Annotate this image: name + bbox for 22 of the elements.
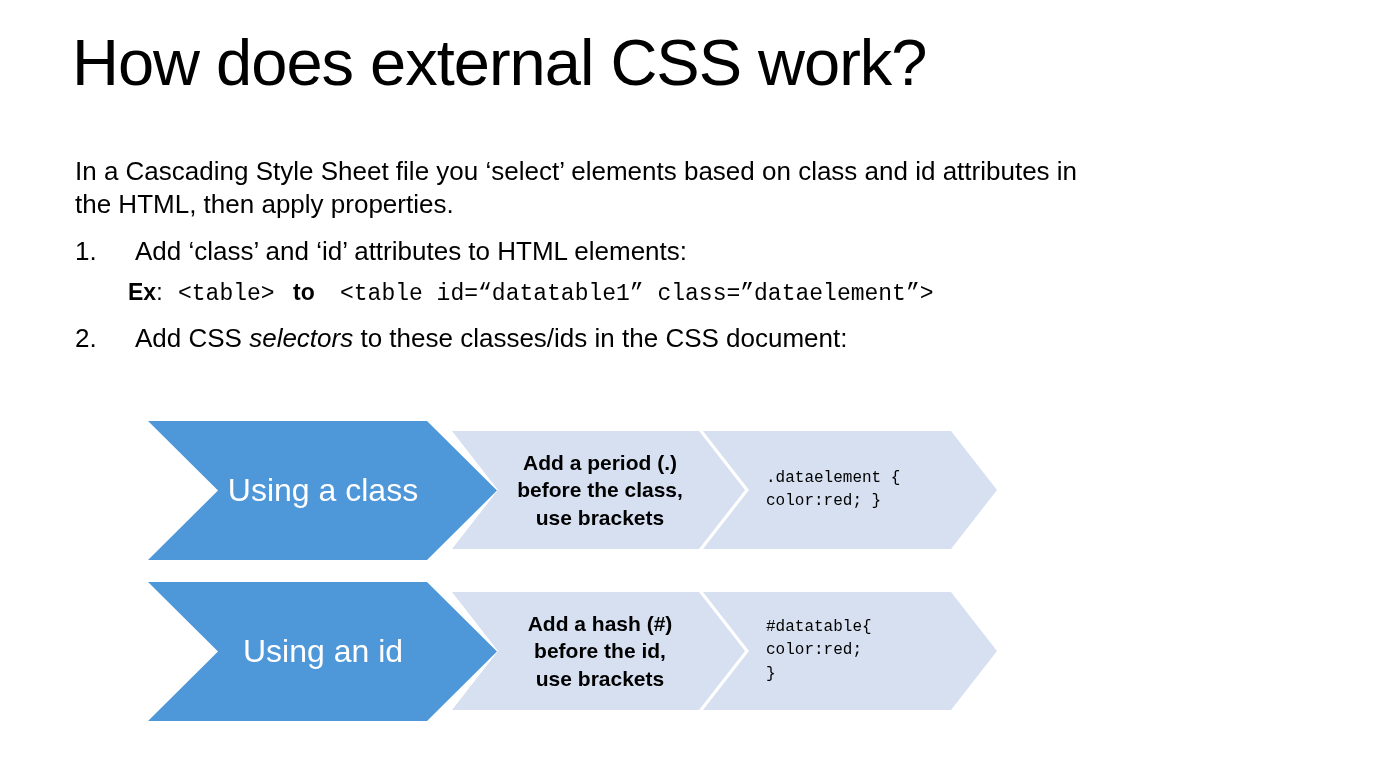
example-label: Ex: [128,279,163,307]
list-item-text: Add CSS selectors to these classes/ids in the CSS document: [135,323,848,355]
step-label: Using a class [227,472,419,509]
process-step [703,592,997,710]
code-text: <table id=“datatable1” class=”dataelement”> [340,281,934,309]
step-description: Add a period (.) before the class, use brackets [516,450,684,531]
process-step [452,592,745,710]
connecting-word: to [293,279,315,307]
process-step [148,582,497,721]
step-description: Add a hash (#) before the id, use brackets [526,611,674,692]
list-number: 1. [75,236,97,268]
list-number: 2. [75,323,97,355]
list-item-text: Add ‘class’ and ‘id’ attributes to HTML elements: [135,236,688,268]
process-step [703,431,997,549]
slide-title: How does external CSS work? [72,26,927,101]
code-text: <table> [178,281,275,309]
intro-paragraph: In a Cascading Style Sheet file you ‘select’ elements based on class and id attributes in the HTML, then apply properties. [75,155,1079,221]
code-snippet: .dataelement { color:red; } [766,467,901,512]
process-step [148,421,497,560]
code-snippet: #datatable{ color:red; } [766,617,872,685]
process-step [452,431,745,549]
step-label: Using an id [242,633,404,670]
